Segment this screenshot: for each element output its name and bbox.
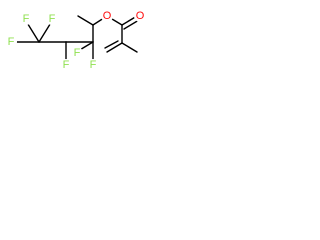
atom-o-carbonyl: O xyxy=(134,10,146,22)
atom-label: F xyxy=(90,59,97,71)
bond-methyl-ch xyxy=(77,15,94,26)
atom-label: F xyxy=(63,59,70,71)
atom-o-ester: O xyxy=(101,10,113,22)
atom-layer: O O F F F F F F xyxy=(5,10,146,71)
atom-label: F xyxy=(23,13,30,25)
atom-f-top-right: F xyxy=(46,13,58,25)
atom-label: F xyxy=(8,36,15,48)
bond-alpha-ch2-double-2 xyxy=(104,40,119,49)
atom-f-cf2-bottom: F xyxy=(87,59,99,71)
bond-carbonyl-o-double-2 xyxy=(123,19,140,30)
atom-f-chf: F xyxy=(60,59,72,71)
atom-f-cf2-left: F xyxy=(71,47,83,59)
atom-label: F xyxy=(74,47,81,59)
atom-label: O xyxy=(136,10,145,22)
bond-alpha-methyl xyxy=(121,42,138,53)
bond-alpha-ch2-double-1 xyxy=(106,42,123,53)
atom-f-cf3-left: F xyxy=(5,36,17,48)
molecule-structure: O O F F F F F F xyxy=(5,10,146,71)
atom-f-top-left: F xyxy=(20,13,32,25)
atom-label: O xyxy=(103,10,112,22)
atom-label: F xyxy=(49,13,56,25)
